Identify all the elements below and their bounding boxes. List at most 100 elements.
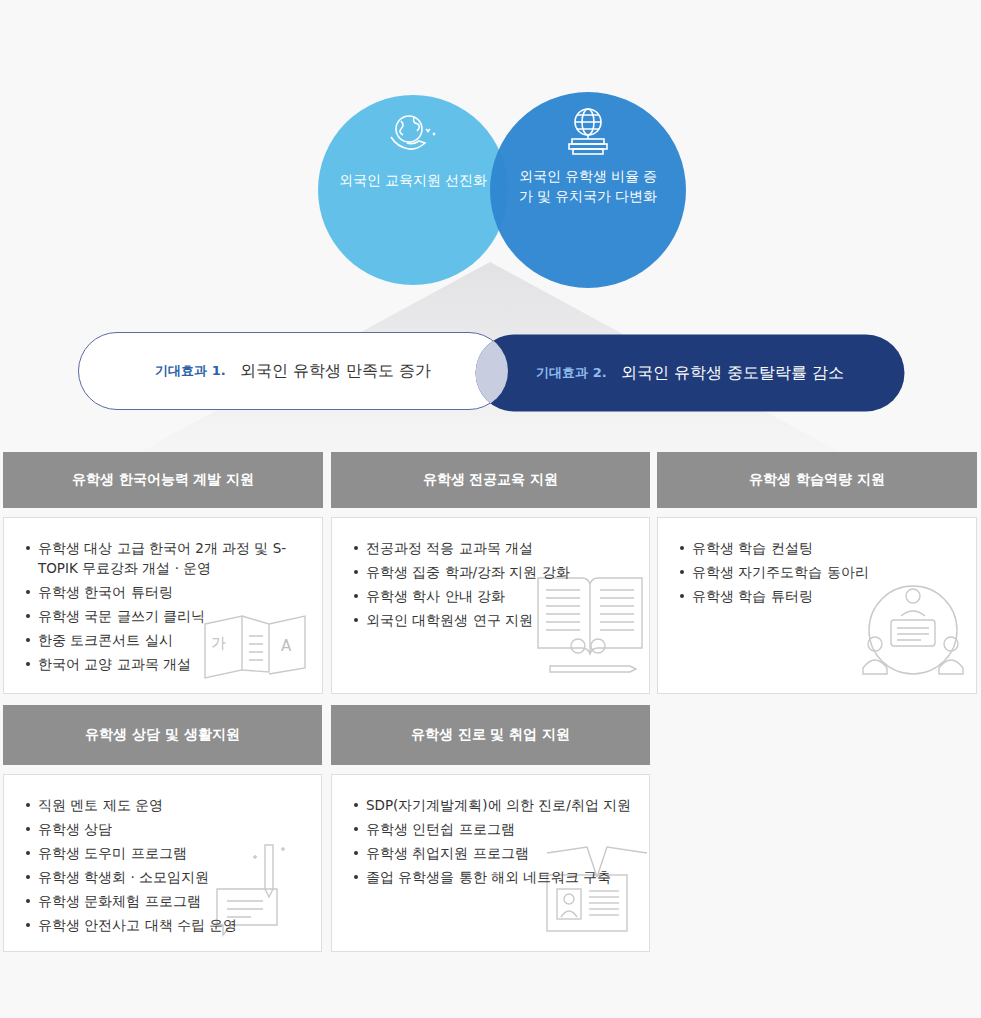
- circle-icon: [391, 116, 435, 149]
- list-item: 유학생 도우미 프로그램: [26, 843, 305, 863]
- list-item: 유학생 학습 튜터링: [680, 586, 960, 606]
- bullet-dot: [26, 803, 30, 807]
- bullet-dot: [680, 594, 684, 598]
- circle-outline: [318, 95, 508, 285]
- bullet-dot: [354, 570, 358, 574]
- list-item: SDP(자기계발계획)에 의한 진로/취업 지원: [354, 795, 633, 815]
- item-text: 유학생 학습 컨설팅: [692, 540, 813, 556]
- item-text: 유학생 문화체험 프로그램: [38, 893, 201, 909]
- bullet-dot: [354, 546, 358, 550]
- bullet-dot: [26, 662, 30, 666]
- bullet-dot: [354, 618, 358, 622]
- box-body-panel: 유학생 학습 컨설팅유학생 자기주도학습 동아리유학생 학습 튜터링: [657, 517, 977, 694]
- bullet-dot: [26, 851, 30, 855]
- item-text: 유학생 학생회 · 소모임지원: [38, 869, 209, 885]
- list-item: 유학생 문화체험 프로그램: [26, 891, 305, 911]
- list-item: 전공과정 적응 교과목 개설: [354, 538, 633, 558]
- list-item: 유학생 인턴쉽 프로그램: [354, 819, 633, 839]
- item-text: 유학생 집중 학과/강좌 지원 강화: [366, 564, 570, 580]
- box-body-panel: SDP(자기계발계획)에 의한 진로/취업 지원유학생 인턴쉽 프로그램유학생 …: [331, 774, 650, 952]
- bullet-dot: [680, 546, 684, 550]
- list-item: 졸업 유학생을 통한 해외 네트워크 구축: [354, 867, 633, 887]
- support-box: 유학생 전공교육 지원전공과정 적응 교과목 개설유학생 집중 학과/강좌 지원…: [331, 452, 650, 694]
- box-body-panel: 유학생 대상 고급 한국어 2개 과정 및 S-TOPIK 무료강좌 개설 · …: [3, 517, 323, 694]
- item-text: SDP(자기계발계획)에 의한 진로/취업 지원: [366, 797, 631, 813]
- list-item: 유학생 학생회 · 소모임지원: [26, 867, 305, 887]
- bullet-dot: [26, 546, 30, 550]
- goal-text: 외국인 유학생 비율 증가 및 유치국가 다변화: [513, 166, 663, 206]
- box-heading: 유학생 학습역량 지원: [741, 471, 893, 489]
- item-text: 유학생 자기주도학습 동아리: [692, 564, 869, 580]
- item-text: 외국인 대학원생 연구 지원: [366, 612, 533, 628]
- item-text: 유학생 안전사고 대책 수립 운영: [38, 917, 237, 933]
- bullet-dot: [26, 875, 30, 879]
- circle-icon: [569, 109, 607, 154]
- list-item: 유학생 한국어 튜터링: [26, 582, 306, 602]
- bullet-dot: [26, 614, 30, 618]
- bullet-dot: [680, 570, 684, 574]
- item-text: 유학생 학습 튜터링: [692, 588, 813, 604]
- list-item: 한국어 교양 교과목 개설: [26, 654, 306, 674]
- support-box: 유학생 상담 및 생활지원직원 멘토 제도 운영유학생 상담유학생 도우미 프로…: [3, 705, 322, 952]
- effect-band: 기대효과 2. 외국인 유학생 중도탈락률 감소: [475, 334, 905, 412]
- box-heading: 유학생 진로 및 취업 지원: [403, 726, 579, 744]
- support-box: 유학생 진로 및 취업 지원 SDP(자기계발계획)에 의한 진로/취업 지원유학…: [331, 705, 650, 952]
- list-item: 유학생 집중 학과/강좌 지원 강화: [354, 562, 633, 582]
- list-item: 외국인 대학원생 연구 지원: [354, 610, 633, 630]
- box-header-bar: 유학생 한국어능력 계발 지원: [3, 452, 323, 508]
- item-text: 유학생 한국어 튜터링: [38, 584, 173, 600]
- bullet-dot: [26, 638, 30, 642]
- support-box: 유학생 한국어능력 계발 지원유학생 대상 고급 한국어 2개 과정 및 S-T…: [3, 452, 323, 694]
- effect-band: 기대효과 1. 외국인 유학생 만족도 증가: [78, 332, 508, 410]
- item-text: 한중 토크콘서트 실시: [38, 632, 173, 648]
- bullet-dot: [354, 594, 358, 598]
- item-text: 유학생 대상 고급 한국어 2개 과정 및 S-TOPIK 무료강좌 개설 · …: [38, 540, 286, 576]
- effect-text: 외국인 유학생 중도탈락률 감소: [621, 363, 844, 384]
- effect-text: 외국인 유학생 만족도 증가: [240, 361, 431, 382]
- box-header-bar: 유학생 전공교육 지원: [331, 452, 650, 508]
- effect-number: 기대효과 1.: [155, 362, 226, 380]
- box-header-bar: 유학생 상담 및 생활지원: [3, 705, 322, 765]
- list-item: 유학생 학사 안내 강화: [354, 586, 633, 606]
- icon-letter: A: [281, 638, 291, 654]
- box-illustration: [530, 566, 650, 676]
- box-body-panel: 전공과정 적응 교과목 개설유학생 집중 학과/강좌 지원 강화유학생 학사 안…: [331, 517, 650, 694]
- box-heading: 유학생 한국어능력 계발 지원: [64, 471, 263, 489]
- item-text: 유학생 인턴쉽 프로그램: [366, 821, 515, 837]
- goal-circle: 외국인 교육지원 선진화: [318, 95, 508, 285]
- bullet-dot: [26, 923, 30, 927]
- icon-letter: 가: [211, 635, 226, 651]
- item-text: 전공과정 적응 교과목 개설: [366, 540, 533, 556]
- item-text: 유학생 학사 안내 강화: [366, 588, 505, 604]
- item-text: 유학생 국문 글쓰기 클리닉: [38, 608, 205, 624]
- bullet-dot: [26, 827, 30, 831]
- list-item: 유학생 취업지원 프로그램: [354, 843, 633, 863]
- item-text: 한국어 교양 교과목 개설: [38, 656, 191, 672]
- goal-circle: 외국인 유학생 비율 증가 및 유치국가 다변화: [490, 92, 686, 288]
- item-text: 유학생 도우미 프로그램: [38, 845, 187, 861]
- list-item: 유학생 국문 글쓰기 클리닉: [26, 606, 306, 626]
- effect-number: 기대효과 2.: [536, 364, 607, 382]
- box-body-panel: 직원 멘토 제도 운영유학생 상담유학생 도우미 프로그램유학생 학생회 · 소…: [3, 774, 322, 952]
- box-header-bar: 유학생 학습역량 지원: [657, 452, 977, 508]
- bullet-dot: [354, 827, 358, 831]
- box-illustration: [197, 608, 317, 718]
- bullet-dot: [26, 899, 30, 903]
- item-text: 유학생 취업지원 프로그램: [366, 845, 529, 861]
- support-box: 유학생 학습역량 지원유학생 학습 컨설팅유학생 자기주도학습 동아리유학생 학…: [657, 452, 977, 694]
- box-heading: 유학생 전공교육 지원: [415, 471, 567, 489]
- list-item: 한중 토크콘서트 실시: [26, 630, 306, 650]
- list-item: 유학생 자기주도학습 동아리: [680, 562, 960, 582]
- item-text: 유학생 상담: [38, 821, 112, 837]
- box-header-bar: 유학생 진로 및 취업 지원: [331, 705, 650, 765]
- list-item: 유학생 대상 고급 한국어 2개 과정 및 S-TOPIK 무료강좌 개설 · …: [26, 538, 306, 578]
- bullet-dot: [354, 875, 358, 879]
- goal-text: 외국인 교육지원 선진화: [338, 170, 488, 190]
- bullet-dot: [354, 803, 358, 807]
- list-item: 직원 멘토 제도 운영: [26, 795, 305, 815]
- bullet-dot: [354, 851, 358, 855]
- list-item: 유학생 학습 컨설팅: [680, 538, 960, 558]
- list-item: 유학생 상담: [26, 819, 305, 839]
- item-text: 직원 멘토 제도 운영: [38, 797, 163, 813]
